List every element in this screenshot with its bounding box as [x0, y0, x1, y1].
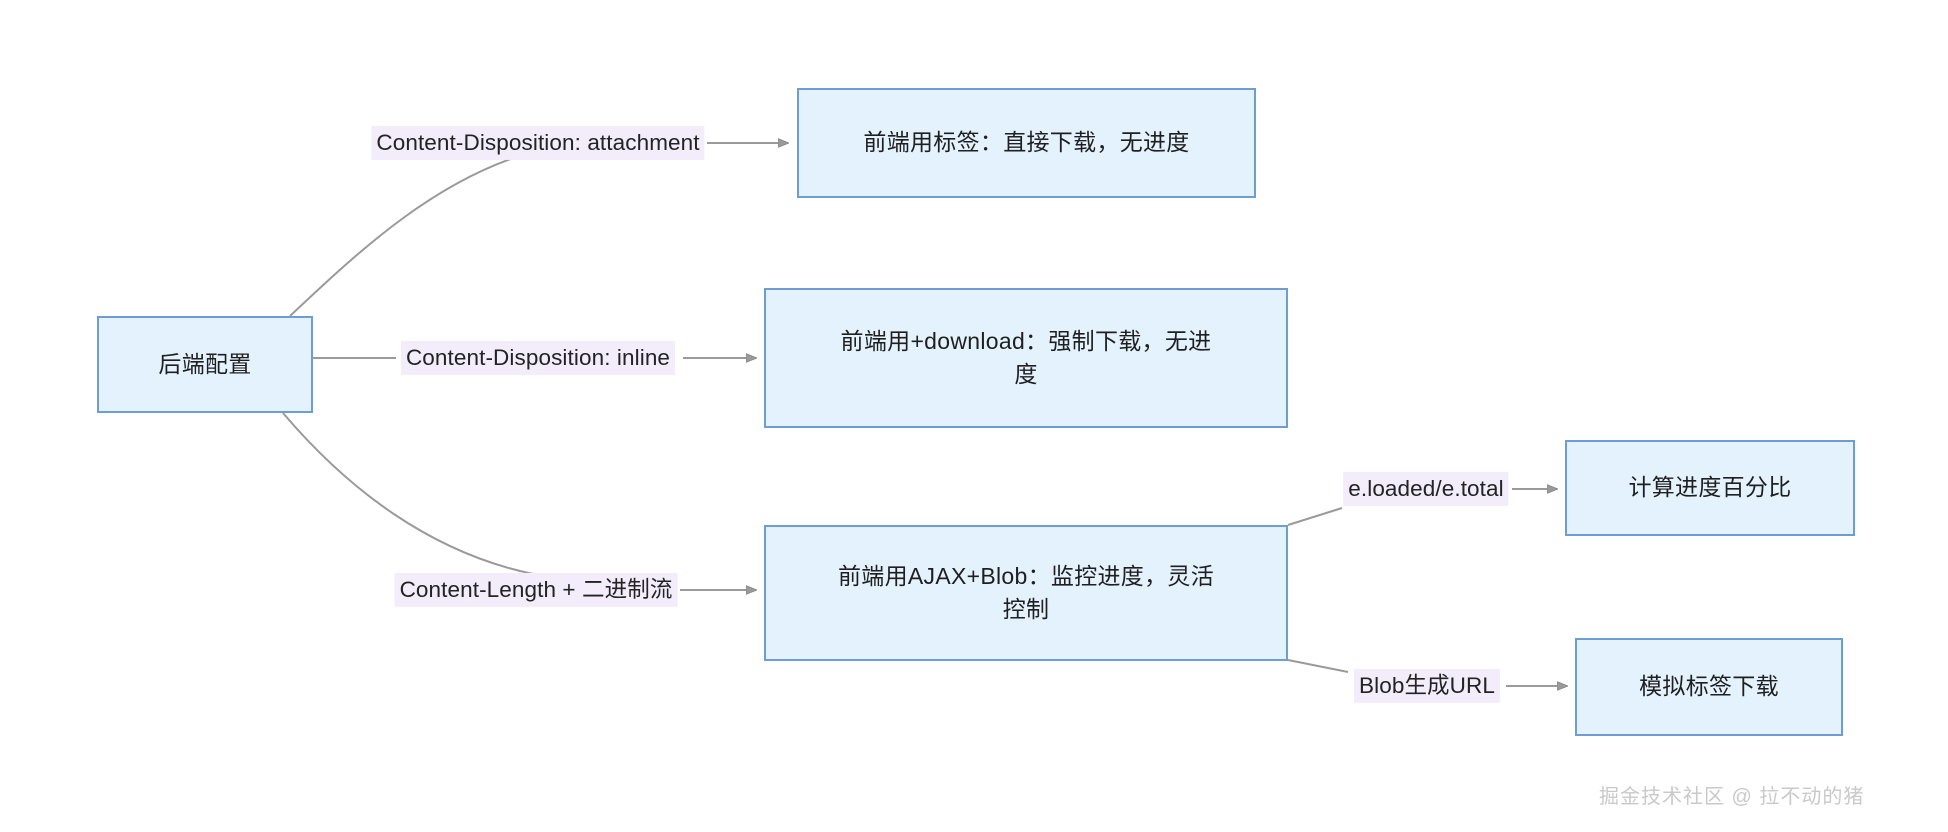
edge-label-blob-url[interactable]: Blob生成URL	[1354, 668, 1500, 704]
edge-label-inline[interactable]: Content-Disposition: inline	[400, 340, 676, 376]
edge-label-loaded-total[interactable]: e.loaded/e.total	[1343, 471, 1509, 507]
node-download-attr[interactable]: 前端用+download：强制下载，无进 度	[764, 288, 1288, 428]
edge-content-length-path	[282, 412, 756, 590]
node-backend-label: 后端配置	[158, 350, 252, 377]
node-tag-download-label: 前端用标签：直接下载，无进度	[863, 129, 1190, 156]
node-simulate-tag[interactable]: 模拟标签下载	[1575, 638, 1843, 736]
edge-attachment-path	[289, 143, 788, 317]
watermark: 掘金技术社区 @ 拉不动的猪	[1599, 786, 1865, 808]
edge-label-content-length[interactable]: Content-Length + 二进制流	[394, 572, 678, 608]
node-simulate-tag-label: 模拟标签下载	[1639, 673, 1779, 700]
node-ajax-blob-label: 前端用AJAX+Blob：监控进度，灵活 控制	[838, 562, 1214, 622]
node-ajax-blob[interactable]: 前端用AJAX+Blob：监控进度，灵活 控制	[764, 525, 1288, 661]
node-progress-percent-label: 计算进度百分比	[1628, 474, 1792, 501]
node-download-attr-label: 前端用+download：强制下载，无进 度	[840, 327, 1212, 387]
edge-label-attachment[interactable]: Content-Disposition: attachment	[371, 125, 705, 161]
node-tag-download[interactable]: 前端用标签：直接下载，无进度	[797, 88, 1256, 198]
node-progress-percent[interactable]: 计算进度百分比	[1565, 440, 1855, 536]
node-backend[interactable]: 后端配置	[97, 316, 313, 413]
